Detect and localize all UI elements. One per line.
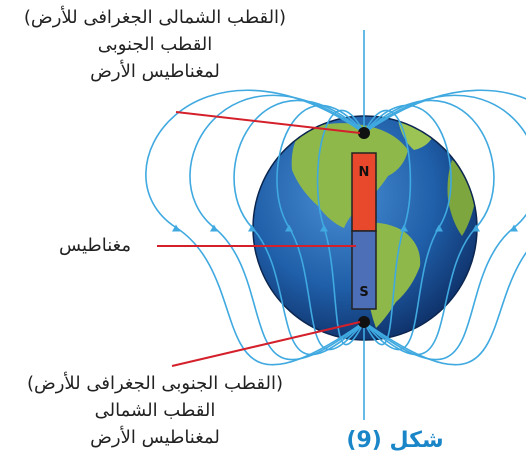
field-direction-arrow (510, 224, 518, 232)
north-pole-label-line1: (القطب الشمالى الجغرافى للأرض) (23, 7, 287, 28)
geographic-south-pole-dot (358, 316, 370, 328)
figure-caption: شكل (9) (346, 428, 444, 453)
field-direction-arrow (400, 224, 408, 232)
field-direction-arrow (320, 224, 328, 232)
magnet-north-letter: N (359, 165, 370, 180)
field-direction-arrow (172, 224, 180, 232)
south-pole-label-line2: القطب الشمالى (94, 400, 216, 421)
south-pointer-line (171, 321, 361, 367)
north-pole-label-line3: لمغناطيس الأرض (90, 61, 220, 82)
magnet-south-letter: S (359, 285, 368, 300)
south-pole-label: (القطب الجنوبى الجغرافى للأرض) القطب الش… (0, 370, 310, 451)
field-direction-arrow (285, 224, 293, 232)
south-pole-label-line1: (القطب الجنوبى الجغرافى للأرض) (26, 373, 284, 394)
magnet-label: مغناطيس (40, 232, 150, 259)
magnet-south-half (351, 230, 377, 310)
field-direction-arrow (435, 224, 443, 232)
pointer-lines (157, 111, 361, 367)
field-direction-arrow (248, 224, 256, 232)
geographic-north-pole-dot (358, 127, 370, 139)
field-direction-arrow (210, 224, 218, 232)
south-pole-label-line3: لمغناطيس الأرض (90, 427, 220, 448)
magnet-label-text: مغناطيس (59, 235, 131, 256)
field-line (363, 89, 526, 366)
field-direction-arrow (472, 224, 480, 232)
bar-magnet: N S (351, 152, 377, 310)
north-pole-label: (القطب الشمالى الجغرافى للأرض) القطب الج… (0, 4, 310, 85)
magnetic-field-lines (145, 30, 526, 420)
north-pointer-line (175, 111, 361, 134)
magnet-north-half (351, 152, 377, 232)
north-pole-label-line2: القطب الجنوبى (97, 34, 213, 55)
